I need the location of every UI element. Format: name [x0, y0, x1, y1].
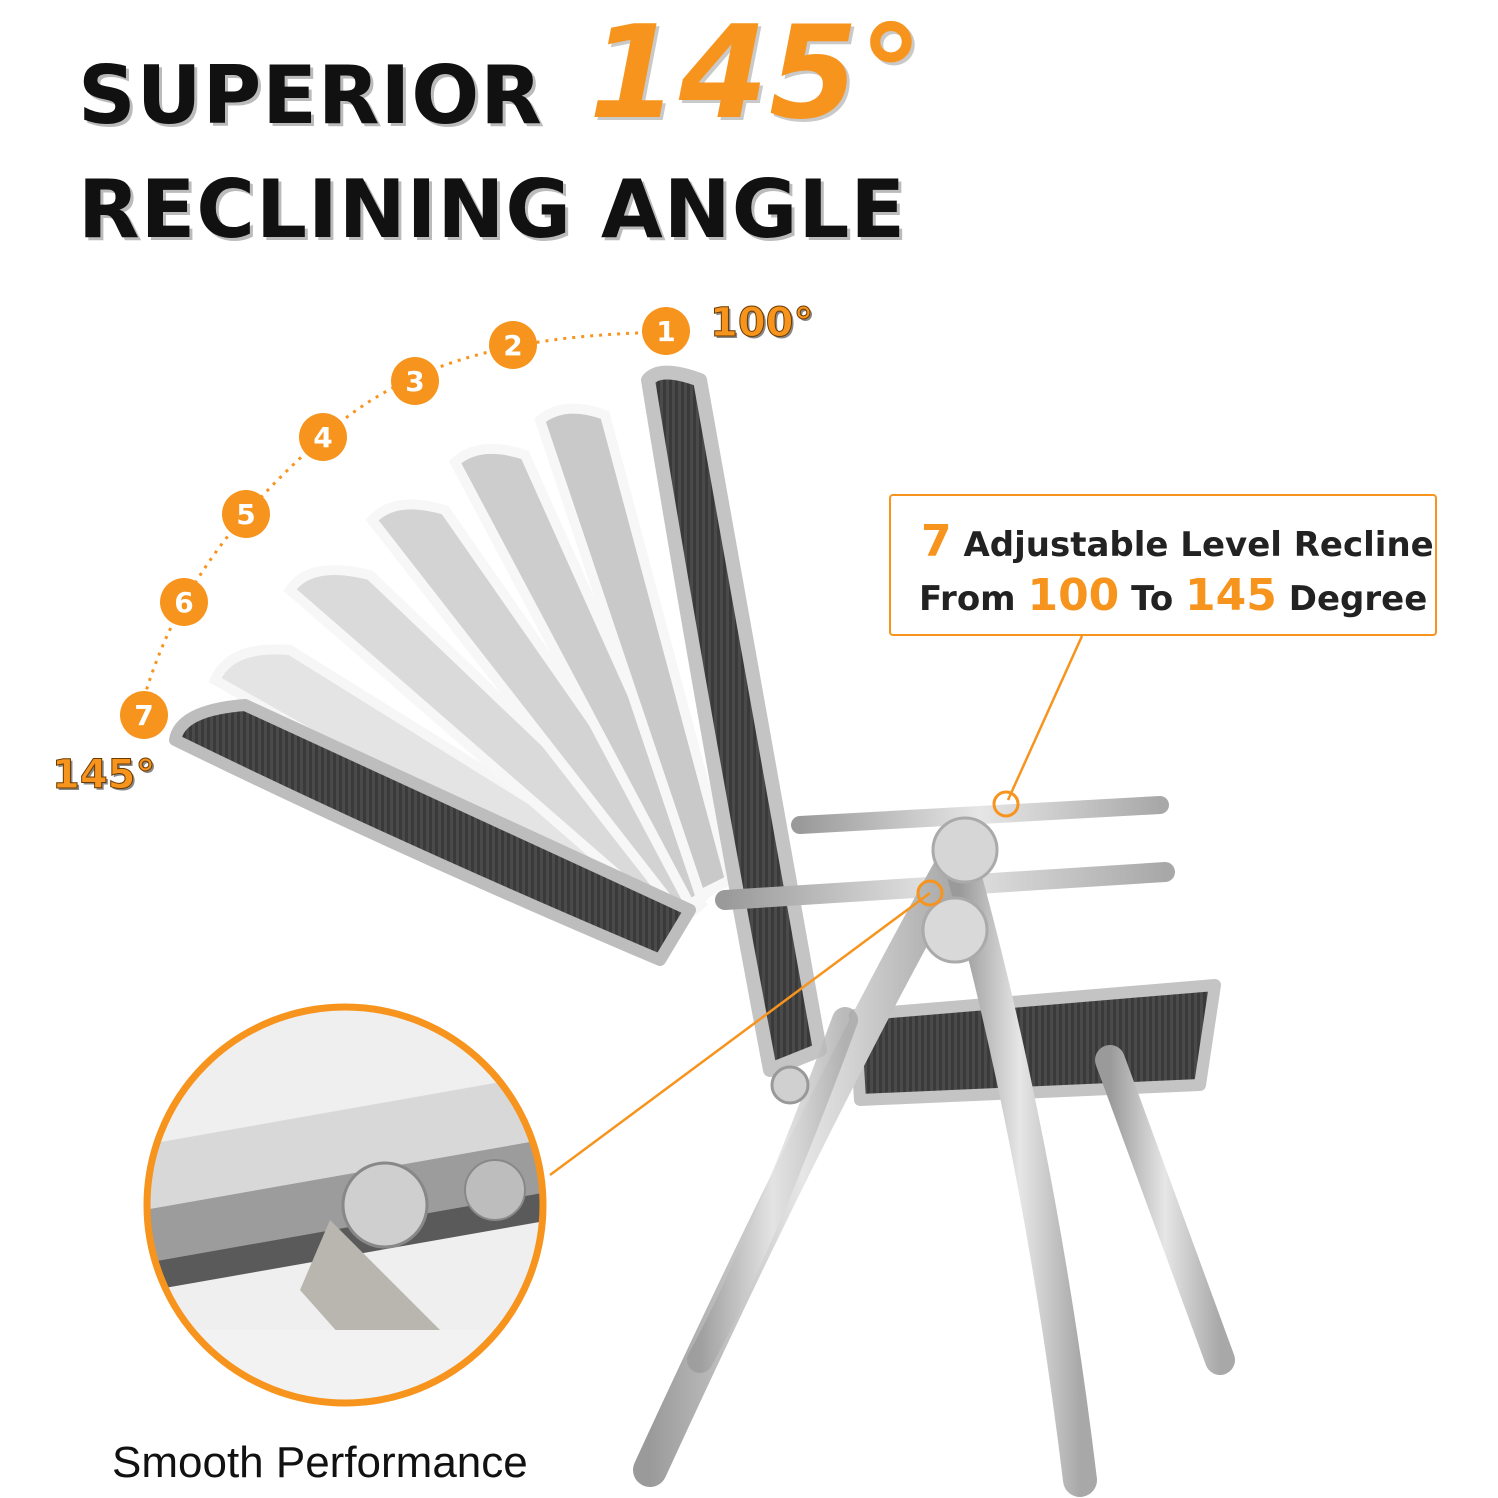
angle-label-top: 100°	[710, 300, 814, 347]
callout-to: To	[1131, 579, 1174, 619]
step-number: 6	[174, 586, 193, 619]
callout-max: 145	[1185, 570, 1277, 621]
callout-line2: From 100 To 145 Degree	[919, 570, 1427, 621]
recline-callout: 7 Adjustable Level Recline From 100 To 1…	[889, 494, 1437, 636]
callout-line1: 7 Adjustable Level Recline	[921, 516, 1434, 567]
backrest-reclined	[169, 699, 696, 966]
zoom-ring	[143, 1003, 547, 1407]
step-badge-6	[160, 578, 208, 626]
step-number: 3	[405, 365, 424, 398]
angle-label-bottom: 145°	[52, 752, 156, 799]
callout-unit: Degree	[1288, 579, 1428, 619]
seat	[849, 979, 1221, 1106]
hinge-upper	[931, 816, 999, 884]
callout-pointer	[1006, 635, 1084, 801]
zoom-caption: Smooth Performance	[112, 1438, 528, 1487]
ghost-backrests	[208, 403, 736, 942]
step-badge-3	[391, 357, 439, 405]
step-number: 5	[236, 498, 255, 531]
step-number: 7	[134, 699, 153, 732]
headline-angle: 145°	[588, 0, 925, 148]
callout-from: From	[919, 579, 1016, 619]
headline-line2: RECLINING ANGLE	[78, 163, 907, 256]
hinge-lower	[921, 896, 989, 964]
step-number: 2	[503, 329, 522, 362]
callout-line1-text: Adjustable Level Recline	[963, 525, 1434, 565]
step-badge-5	[222, 490, 270, 538]
step-badge-2	[489, 321, 537, 369]
step-number: 4	[313, 421, 332, 454]
headline-word: SUPERIOR	[78, 49, 543, 142]
rear-leg-2	[1095, 1045, 1235, 1375]
callout-min: 100	[1027, 570, 1120, 621]
zoom-target	[916, 879, 944, 907]
step-badge-4	[299, 413, 347, 461]
callout-target	[992, 790, 1020, 818]
zoom-pointer	[549, 891, 931, 1177]
step-number: 1	[656, 315, 675, 348]
step-badges: 1 2 3 4 5 6 7	[120, 307, 690, 739]
armrest-back	[791, 796, 1169, 834]
step-badge-1	[642, 307, 690, 355]
zoom-detail	[147, 1007, 543, 1403]
front-leg-2	[687, 1007, 858, 1373]
pivot	[770, 1065, 810, 1105]
step-badge-7	[120, 691, 168, 739]
callout-count: 7	[921, 516, 952, 567]
